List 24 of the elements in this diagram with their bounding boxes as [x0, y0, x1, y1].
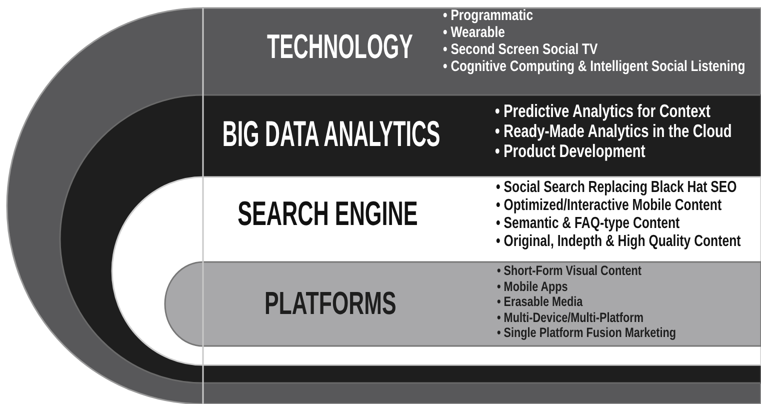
- bullet-item: • Original, Indepth & High Quality Content: [496, 233, 741, 251]
- layer-heading: SEARCH ENGINE: [237, 197, 418, 231]
- bullet-item: • Optimized/Interactive Mobile Content: [496, 197, 723, 215]
- bullet-item: • Multi-Device/Multi-Platform: [497, 310, 644, 325]
- layer-heading: BIG DATA ANALYTICS: [222, 116, 440, 152]
- layer-heading: PLATFORMS: [264, 287, 396, 319]
- layer-band: [7, 8, 761, 404]
- bullet-item: • Short-Form Visual Content: [497, 263, 642, 278]
- bullet-item: • Programmatic: [443, 7, 534, 24]
- bullet-item: • Social Search Replacing Black Hat SEO: [496, 179, 738, 197]
- bullet-item: • Mobile Apps: [497, 278, 569, 294]
- layer-band: [60, 95, 761, 383]
- layer-band: [112, 177, 761, 365]
- bullet-item: • Predictive Analytics for Context: [495, 101, 712, 121]
- bullet-item: • Second Screen Social TV: [443, 41, 599, 58]
- bullet-item: • Semantic & FAQ-type Content: [496, 215, 681, 233]
- bullet-item: • Erasable Media: [497, 294, 584, 310]
- bullet-item: • Single Platform Fusion Marketing: [497, 325, 676, 340]
- layer-band: [165, 262, 761, 346]
- layer-heading: TECHNOLOGY: [266, 30, 413, 64]
- bullet-item: • Wearable: [443, 24, 506, 41]
- bullet-item: • Ready-Made Analytics in the Cloud: [495, 121, 732, 141]
- bullet-item: • Product Development: [495, 141, 646, 161]
- bullet-item: • Cognitive Computing & Intelligent Social Listening: [443, 58, 745, 75]
